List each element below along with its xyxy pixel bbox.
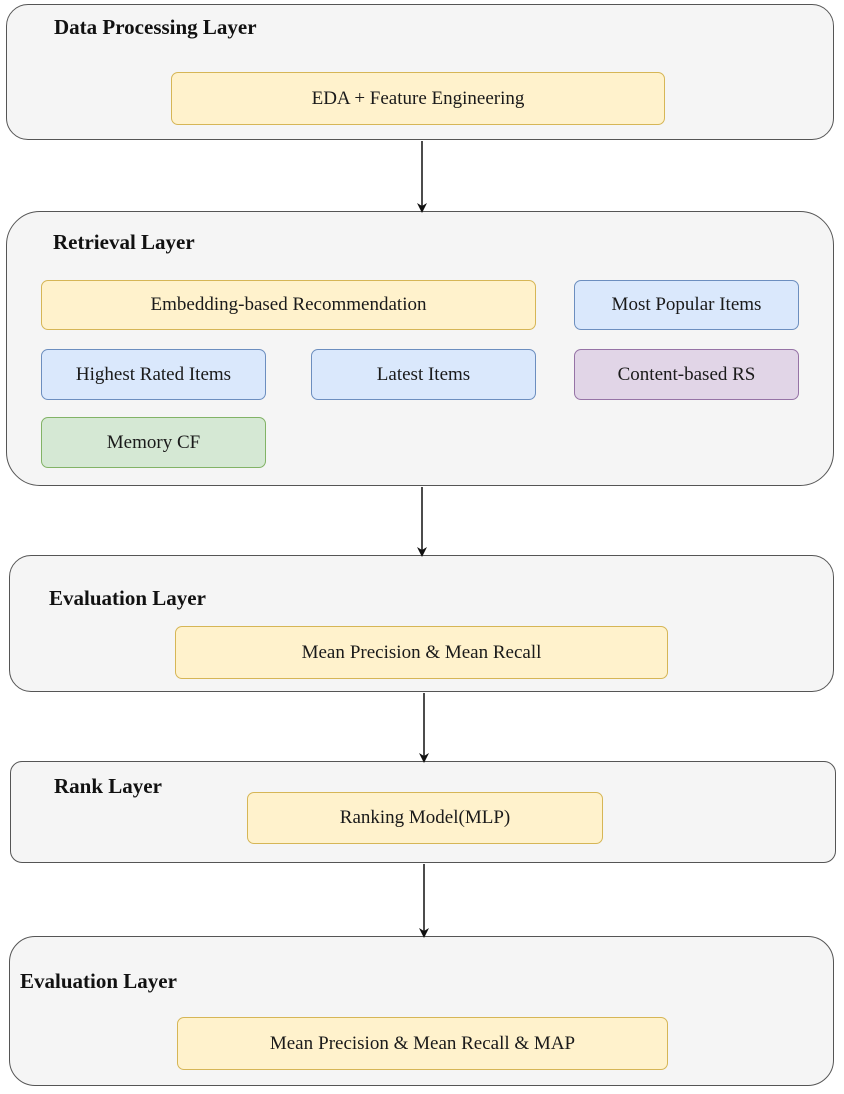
mean-precision-recall-map-label-part2: Precision & Mean Recall & MAP — [318, 1032, 576, 1054]
retrieval-layer-title: Retrieval Layer — [53, 230, 195, 254]
mean-precision-recall-map-box: Mean Precision & Mean Recall & MAP — [177, 1017, 668, 1070]
retrieval-layer: Retrieval Layer Embedding-based Recommen… — [6, 211, 834, 486]
evaluation-layer-1-title: Evaluation Layer — [49, 586, 206, 610]
most-popular-items-box: Most Popular Items — [574, 280, 799, 330]
rank-layer: Rank Layer Ranking Model(MLP) — [10, 761, 836, 863]
highest-rated-items-box: Highest Rated Items — [41, 349, 266, 400]
data-processing-layer-title: Data Processing Layer — [54, 15, 257, 39]
eda-feature-engineering-label: EDA + Feature Engineering — [311, 87, 525, 109]
content-based-rs-box: Content-based RS — [574, 349, 799, 400]
data-processing-layer: Data Processing Layer EDA + Feature Engi… — [6, 4, 834, 140]
memory-cf-label: Memory CF — [106, 431, 201, 453]
mean-precision-recall-map-label-part1: Mean — [269, 1032, 314, 1054]
latest-items-box: Latest Items — [311, 349, 536, 400]
ranking-model-box: Ranking Model(MLP) — [247, 792, 603, 844]
latest-items-label: Latest Items — [376, 363, 471, 385]
mean-precision-recall-label-part1: Mean — [301, 641, 345, 663]
memory-cf-box: Memory CF — [41, 417, 266, 468]
embedding-based-recommendation-label: Embedding-based Recommendation — [150, 294, 427, 315]
content-based-rs-label: Content-based RS — [617, 363, 756, 385]
evaluation-layer-2: Evaluation Layer Mean Precision & Mean R… — [9, 936, 834, 1086]
ranking-model-label: Ranking Model(MLP) — [339, 807, 511, 828]
highest-rated-items-label: Highest Rated Items — [75, 363, 232, 385]
most-popular-items-label: Most Popular Items — [611, 294, 762, 315]
eda-feature-engineering-box: EDA + Feature Engineering — [171, 72, 665, 125]
evaluation-layer-2-title: Evaluation Layer — [20, 969, 177, 993]
mean-precision-recall-box: Mean Precision & Mean Recall — [175, 626, 668, 679]
embedding-based-recommendation-box: Embedding-based Recommendation — [41, 280, 536, 330]
evaluation-layer-1: Evaluation Layer Mean Precision & Mean R… — [9, 555, 834, 692]
rank-layer-title: Rank Layer — [54, 774, 162, 798]
mean-precision-recall-label-part2: Precision & Mean Recall — [349, 641, 542, 663]
